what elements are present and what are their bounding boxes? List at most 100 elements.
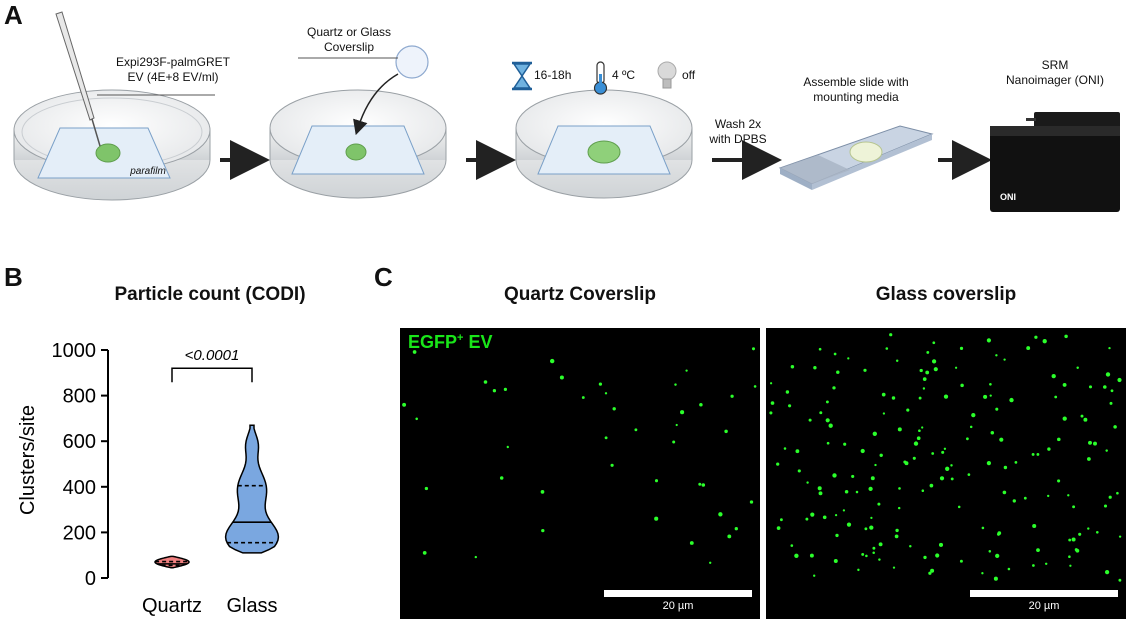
ev-particle (981, 572, 984, 575)
ev-particle (422, 551, 427, 555)
ev-particle (1087, 527, 1090, 530)
ev-particle (797, 469, 801, 473)
ev-particle (1034, 335, 1038, 339)
ev-particle (699, 402, 703, 407)
nanoimager-instrument (990, 112, 1120, 212)
ev-particle (776, 462, 780, 466)
ev-particle (922, 387, 926, 390)
ev-particle (825, 418, 830, 423)
ev-particle (819, 411, 823, 415)
ev-particle (872, 546, 876, 550)
ev-particle (1031, 452, 1035, 456)
ev-particle (550, 358, 555, 364)
y-axis-label: Clusters/site (17, 405, 39, 515)
ev-particle (1003, 465, 1008, 470)
ev-particle (1054, 395, 1058, 399)
ev-particle (1076, 366, 1079, 369)
y-tick-label-600: 600 (63, 431, 96, 453)
ev-particle (1068, 538, 1072, 542)
ev-particle (795, 449, 800, 454)
ev-particle (846, 522, 852, 527)
ev-particle (931, 452, 935, 455)
ev-particle (988, 550, 992, 553)
ev-particle (689, 541, 694, 545)
ev-particle (881, 392, 886, 397)
ev-particle (808, 418, 812, 422)
panel-b-letter: B (4, 262, 23, 292)
assemble-label: Assemble slide with mounting media (803, 75, 909, 104)
ev-particle (790, 364, 795, 369)
ev-particle (1069, 564, 1072, 567)
ev-particle (818, 347, 822, 351)
ev-particle (1014, 461, 1018, 464)
ev-particle (813, 366, 817, 370)
ev-particle (506, 445, 509, 449)
ev-particle (969, 425, 973, 429)
ev-particle (598, 382, 603, 386)
ev-particle (1051, 373, 1056, 379)
ev-particle (1087, 457, 1091, 461)
ev-particle (680, 410, 685, 415)
ev-particle (634, 428, 638, 432)
ev-particle (966, 437, 969, 441)
ev-particle (922, 377, 927, 381)
ev-particle (1009, 397, 1014, 403)
ev-particle (1117, 377, 1122, 383)
ev-particle (1044, 562, 1048, 566)
ev-particle (698, 482, 702, 486)
ev-particle (751, 347, 756, 351)
ev-particle (909, 545, 912, 548)
ev-particle (921, 426, 924, 429)
ev-particle (860, 448, 865, 454)
ev-particle (474, 555, 477, 559)
ev-particle (1003, 358, 1006, 361)
ev-particle (1088, 440, 1092, 445)
ev-particle (753, 385, 757, 388)
y-tick-label-0: 0 (85, 568, 96, 590)
egfp-plus: + (457, 332, 464, 344)
ev-particle (925, 370, 930, 375)
ev-particle (950, 464, 953, 467)
glass-particles (769, 333, 1122, 582)
ev-particle (1071, 537, 1076, 542)
ev-particle (1023, 496, 1027, 500)
ev-particle (868, 486, 873, 492)
ev-particle (769, 411, 773, 415)
ev-particle (1064, 334, 1068, 339)
ev-particle (870, 516, 873, 520)
x-tick-label-quartz: Quartz (142, 595, 202, 617)
ev-particle (1075, 548, 1080, 553)
ev-particle (847, 357, 850, 360)
ev-particle (928, 571, 932, 575)
y-tick-label-200: 200 (63, 522, 96, 544)
ev-particle (995, 407, 999, 411)
ev-particle (1103, 385, 1107, 389)
scale-label-right: 20 µm (1028, 600, 1060, 612)
right-micrograph-title: Glass coverslip (875, 284, 1017, 305)
ev-particle (833, 559, 838, 563)
ev-particle (932, 341, 936, 345)
ev-particle (415, 417, 418, 421)
ev-particle (1062, 416, 1067, 421)
petri-dish-1 (13, 89, 211, 201)
ev-particle (835, 533, 839, 538)
ev-particle (971, 412, 976, 418)
ev-particle (941, 450, 945, 454)
ev-particle (916, 436, 921, 441)
ev-particle (895, 528, 899, 533)
wash-label: Wash 2x with DPBS (709, 117, 767, 146)
y-tick-label-1000: 1000 (52, 340, 97, 362)
ev-particle (818, 491, 823, 496)
ev-particle (785, 390, 790, 394)
ev-particle (805, 517, 809, 521)
ev-particle (685, 369, 688, 372)
ev-particle (933, 367, 938, 372)
ev-particle (878, 542, 883, 547)
ev-particle (935, 553, 940, 558)
ev-particle (499, 476, 504, 480)
ev-particle (1110, 389, 1114, 393)
ev-particle (769, 382, 773, 385)
ev-particle (945, 466, 950, 471)
ev-particle (612, 407, 616, 411)
ev-particle (783, 447, 787, 450)
